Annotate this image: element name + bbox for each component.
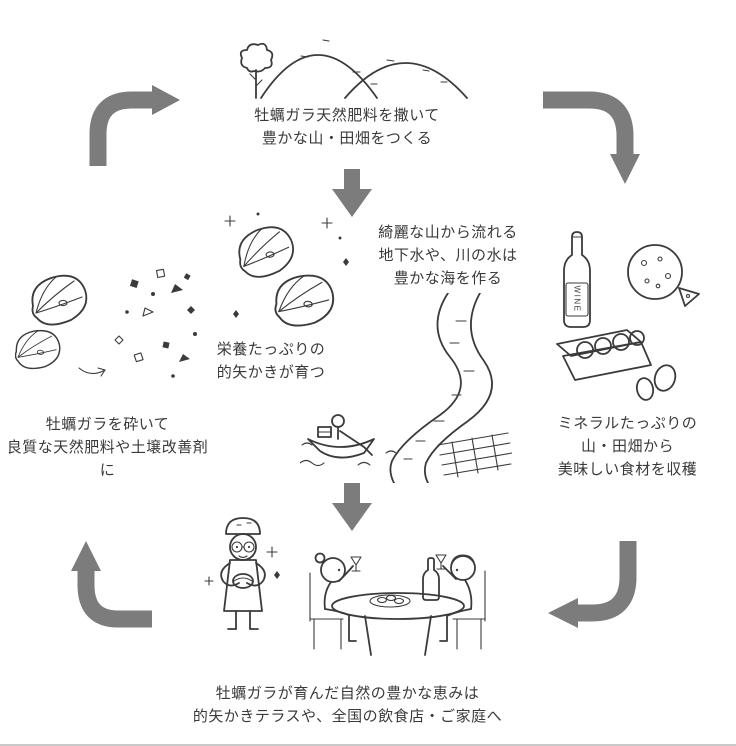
text-line: 牡蠣ガラが育んだ自然の豊かな恵みは xyxy=(215,685,480,702)
rowboat-icon xyxy=(307,414,375,459)
down-arrow-top-icon xyxy=(332,169,372,217)
oyster-shell-icon xyxy=(238,226,294,278)
mountains-illustration xyxy=(239,39,468,99)
river-illustration xyxy=(300,293,512,483)
text-line: 美味しい食材を収穫 xyxy=(557,461,698,478)
text-line: 栄養たっぷりの xyxy=(216,341,326,358)
text-line: 山・田畑から xyxy=(580,438,674,455)
wine-bottle-icon: WINE xyxy=(563,231,591,328)
text-line: 的矢かきが育つ xyxy=(216,364,326,381)
oyster-raft-icon xyxy=(437,432,512,478)
wine-glass-icon xyxy=(435,554,447,570)
wine-glass-icon xyxy=(350,556,362,572)
river-icon xyxy=(389,293,493,483)
harvest-foods-illustration: WINE xyxy=(556,231,700,401)
text-line: 豊かな海を作る xyxy=(393,270,503,287)
chef-icon xyxy=(204,517,280,630)
bottom-divider xyxy=(0,744,736,746)
text-line: 牡蠣ガラを砕いて xyxy=(45,416,170,433)
cycle-arrow-bottom-left-icon xyxy=(71,541,152,628)
table-wine-bottle-icon xyxy=(422,557,440,601)
cycle-arrow-bottom-right-icon xyxy=(548,541,637,628)
text-line: 的矢かきテラスや、全国の飲食店・ご家庭へ xyxy=(192,708,503,725)
diner-left-icon xyxy=(309,552,362,650)
crushed-shell-bits-icon xyxy=(114,268,197,378)
cycle-arrow-top-left-icon xyxy=(89,85,180,166)
dining-table-icon xyxy=(331,557,465,656)
cheese-icon xyxy=(627,244,700,307)
wine-bottle-label: WINE xyxy=(573,286,582,313)
oysters-illustration xyxy=(224,212,349,327)
label-crush: 牡蠣ガラを砕いて 良質な天然肥料や土壌改善剤に xyxy=(0,413,215,482)
crushed-shells-illustration xyxy=(15,268,197,378)
label-oyster-grow: 栄養たっぷりの 的矢かきが育つ xyxy=(191,338,351,384)
tree-icon xyxy=(239,42,274,99)
oyster-shell-icon xyxy=(15,329,61,370)
label-harvest: ミネラルたっぷりの 山・田畑から 美味しい食材を収穫 xyxy=(535,412,720,481)
oyster-shell-icon xyxy=(274,274,335,327)
diner-right-icon xyxy=(435,554,486,650)
water-ripples-icon xyxy=(300,442,397,467)
label-fertilize: 牡蠣ガラ天然肥料を撒いて 豊かな山・田畑をつくる xyxy=(197,104,497,150)
down-arrow-bottom-icon xyxy=(332,483,372,531)
egg-carton-icon xyxy=(556,329,677,401)
sparkle-icon xyxy=(224,212,349,318)
text-line: 良質な天然肥料や土壌改善剤に xyxy=(6,439,209,479)
text-line: 地下水や、川の水は xyxy=(378,247,518,264)
label-water: 綺麗な山から流れる 地下水や、川の水は 豊かな海を作る xyxy=(348,221,548,290)
cycle-arrow-top-right-icon xyxy=(543,91,640,184)
small-arrow-icon xyxy=(78,367,106,377)
text-line: 牡蠣ガラ天然肥料を撒いて xyxy=(254,107,440,124)
chair-icon xyxy=(452,570,486,650)
dining-illustration xyxy=(204,517,486,656)
text-line: 豊かな山・田畑をつくる xyxy=(261,130,433,147)
text-line: 綺麗な山から流れる xyxy=(378,224,518,241)
mountains-icon xyxy=(260,39,468,99)
chair-icon xyxy=(309,572,344,650)
oyster-shell-icon xyxy=(31,274,88,326)
label-deliver: 牡蠣ガラが育んだ自然の豊かな恵みは 的矢かきテラスや、全国の飲食店・ご家庭へ xyxy=(120,682,575,728)
text-line: ミネラルたっぷりの xyxy=(557,415,698,432)
